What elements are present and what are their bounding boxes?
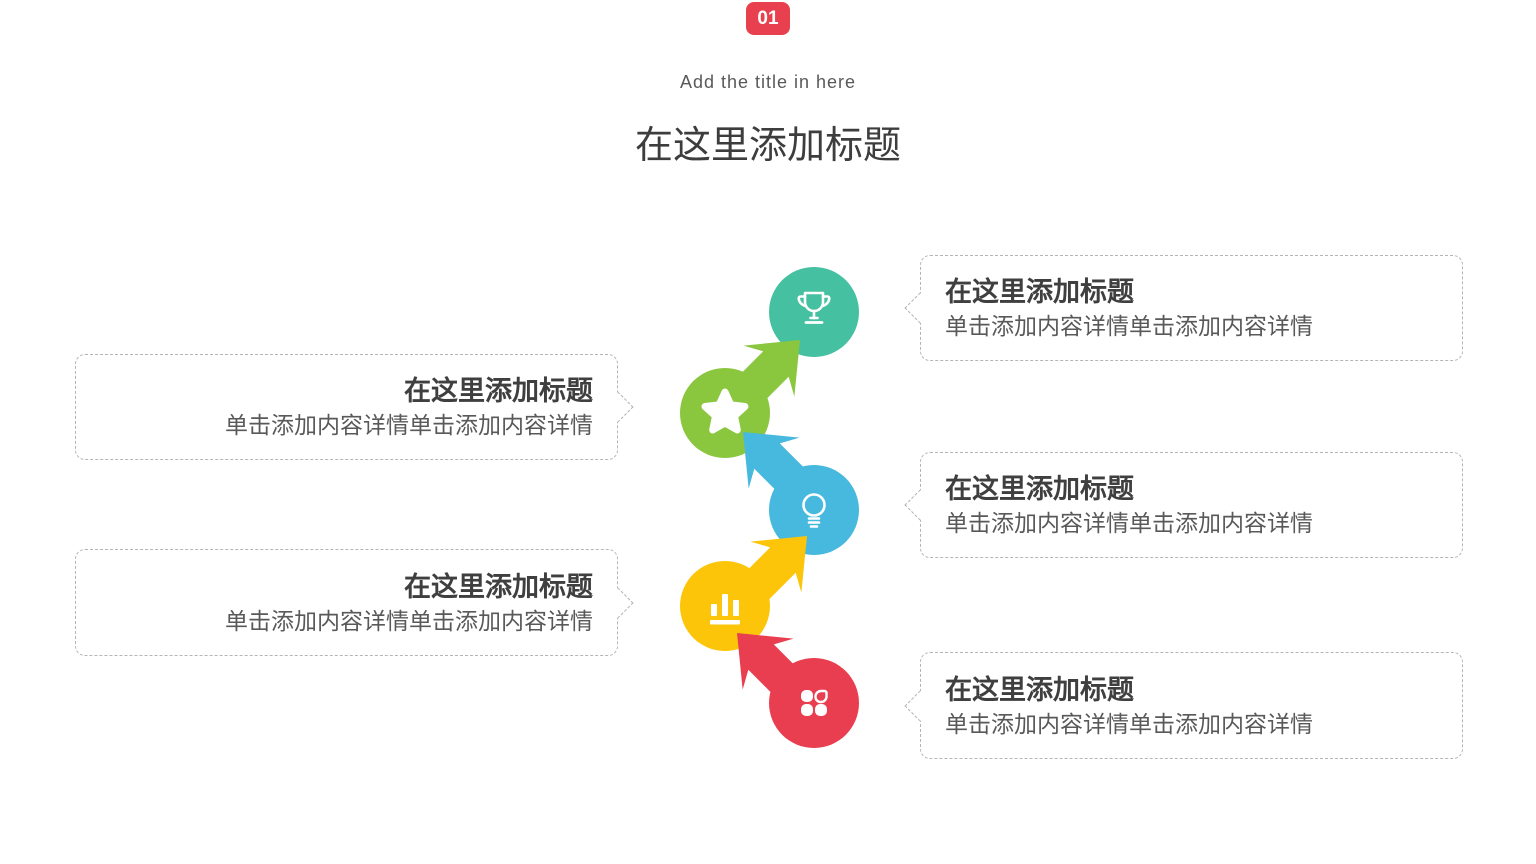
- callout-body: 单击添加内容详情单击添加内容详情: [945, 710, 1313, 737]
- star-icon: [701, 388, 749, 434]
- slide-number-badge: 01: [746, 2, 790, 35]
- page-title: 在这里添加标题: [634, 125, 901, 167]
- callout-body: 单击添加内容详情单击添加内容详情: [945, 313, 1313, 339]
- callout-tail-left-icon: [904, 489, 936, 521]
- node-lightbulb: [769, 465, 859, 555]
- process-diagram: [680, 267, 859, 748]
- callout-body: 单击添加内容详情单击添加内容详情: [225, 412, 593, 438]
- bar-chart-icon: [710, 594, 740, 625]
- callout-tail-left-icon: [904, 689, 936, 722]
- callout-trophy: 在这里添加标题 单击添加内容详情单击添加内容详情: [904, 255, 1463, 361]
- callout-tail-right-icon: [602, 586, 634, 619]
- callout-tail-left-icon: [904, 292, 936, 324]
- callout-title: 在这里添加标题: [945, 474, 1134, 504]
- node-flower: [769, 658, 859, 748]
- callout-title: 在这里添加标题: [404, 571, 593, 602]
- callout-title: 在这里添加标题: [404, 376, 593, 406]
- flower-icon: [801, 689, 828, 716]
- callout-flower: 在这里添加标题 单击添加内容详情单击添加内容详情: [904, 652, 1463, 759]
- callout-title: 在这里添加标题: [945, 674, 1134, 705]
- slide-subtitle: Add the title in here: [679, 72, 857, 92]
- callout-body: 单击添加内容详情单击添加内容详情: [225, 607, 593, 634]
- callout-body: 单击添加内容详情单击添加内容详情: [945, 510, 1313, 536]
- callout-star: 在这里添加标题 单击添加内容详情单击添加内容详情: [75, 354, 634, 460]
- callout-title: 在这里添加标题: [945, 277, 1134, 307]
- callout-tail-right-icon: [602, 391, 634, 423]
- callout-chart: 在这里添加标题 单击添加内容详情单击添加内容详情: [75, 549, 634, 656]
- lightbulb-icon: [802, 493, 826, 528]
- callout-bulb: 在这里添加标题 单击添加内容详情单击添加内容详情: [904, 452, 1463, 558]
- trophy-icon: [797, 291, 831, 324]
